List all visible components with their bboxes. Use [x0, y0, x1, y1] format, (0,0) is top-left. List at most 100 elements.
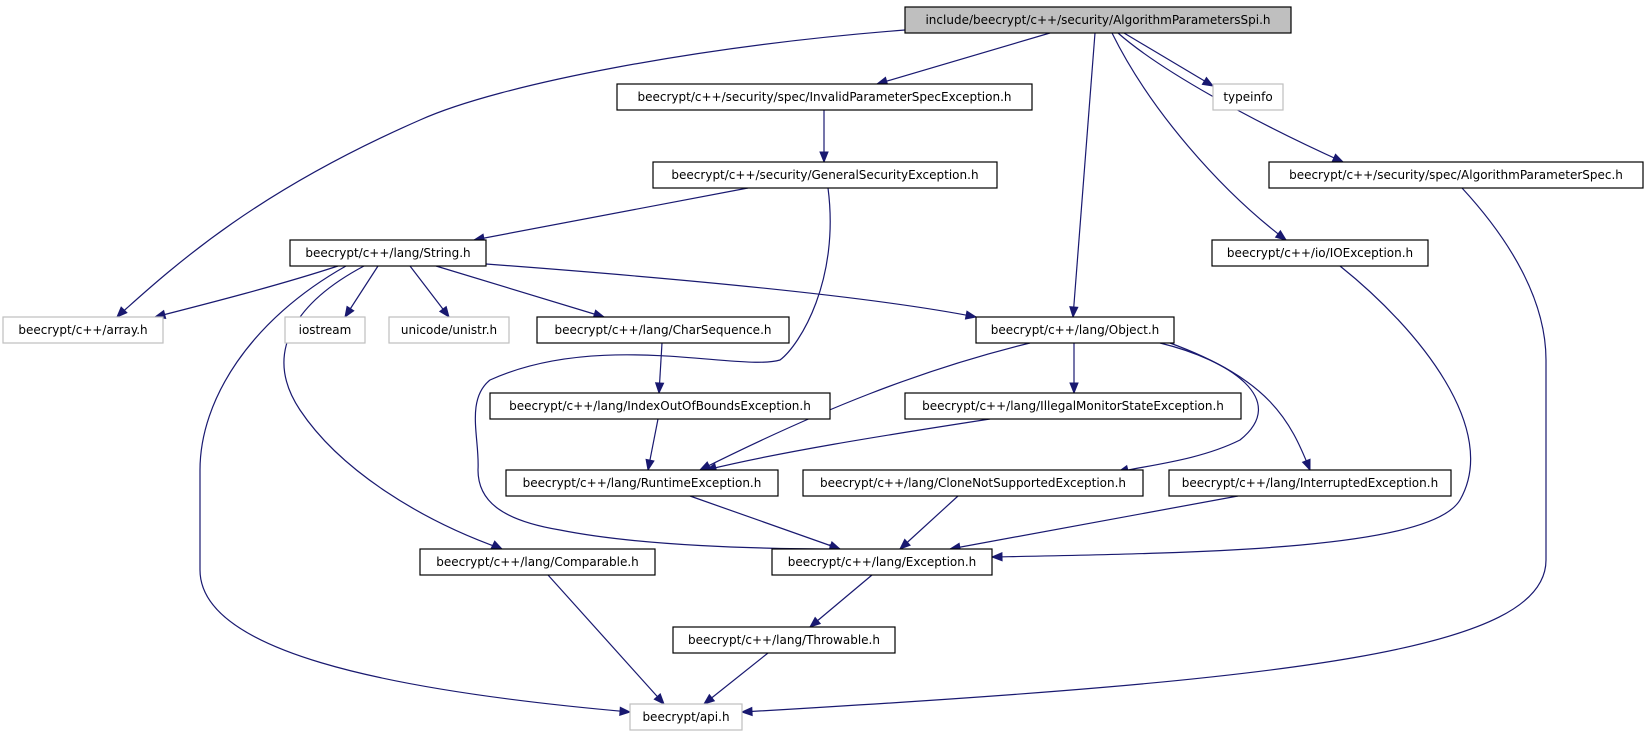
- node-label: beecrypt/c++/lang/CloneNotSupportedExcep…: [820, 476, 1126, 490]
- arrow-head: [438, 305, 450, 319]
- node-label: iostream: [299, 323, 352, 337]
- node-label: beecrypt/c++/lang/String.h: [305, 246, 470, 260]
- arrow-head: [740, 706, 753, 717]
- arrow-head: [828, 541, 842, 550]
- node-label: beecrypt/c++/lang/Exception.h: [788, 555, 977, 569]
- node-box: [419, 548, 656, 576]
- node-exception[interactable]: beecrypt/c++/lang/Exception.h: [771, 548, 993, 576]
- node-iostream: iostream: [284, 316, 366, 344]
- edge-interrupted-exception-to-exception: [948, 495, 1239, 552]
- node-label: beecrypt/c++/security/spec/AlgorithmPara…: [1289, 168, 1623, 182]
- node-box: [802, 469, 1144, 497]
- node-box: [2, 316, 164, 344]
- node-algorithm-parameters-spi[interactable]: include/beecrypt/c++/security/AlgorithmP…: [904, 6, 1292, 34]
- node-box: [1212, 83, 1284, 111]
- node-index-out-of-bounds-exception[interactable]: beecrypt/c++/lang/IndexOutOfBoundsExcept…: [489, 392, 831, 420]
- node-throwable[interactable]: beecrypt/c++/lang/Throwable.h: [672, 626, 896, 654]
- node-box: [1268, 161, 1644, 189]
- edge-string-to-api: [199, 265, 632, 716]
- node-invalid-parameter-spec-exception[interactable]: beecrypt/c++/security/spec/InvalidParame…: [616, 83, 1033, 111]
- arrow-head: [1331, 153, 1345, 163]
- edge-line: [689, 495, 841, 550]
- edge-line: [1111, 32, 1287, 241]
- edge-algorithm-parameters-spi-to-algorithm-parameter-spec: [1117, 32, 1345, 163]
- node-label: beecrypt/c++/lang/Throwable.h: [688, 633, 880, 647]
- arrow-head: [808, 616, 822, 628]
- edge-object-to-interrupted-exception: [1169, 342, 1311, 472]
- node-array: beecrypt/c++/array.h: [2, 316, 164, 344]
- node-box: [616, 83, 1033, 111]
- edge-line: [199, 265, 631, 713]
- edge-algorithm-parameter-spec-to-api: [740, 187, 1547, 717]
- edge-line: [991, 265, 1472, 558]
- node-char-sequence[interactable]: beecrypt/c++/lang/CharSequence.h: [536, 316, 790, 344]
- node-box: [652, 161, 998, 189]
- arrow-head: [645, 458, 655, 472]
- node-box: [284, 316, 366, 344]
- edge-line: [435, 265, 605, 318]
- node-label: unicode/unistr.h: [401, 323, 497, 337]
- node-box: [1168, 469, 1452, 497]
- edge-index-out-of-bounds-exception-to-runtime-exception: [645, 418, 659, 472]
- edge-algorithm-parameters-spi-to-typeinfo: [1123, 32, 1215, 87]
- edge-line: [705, 418, 991, 471]
- node-label: typeinfo: [1223, 90, 1272, 104]
- arrow-head: [702, 693, 716, 705]
- edge-line: [1123, 32, 1214, 87]
- node-label: beecrypt/c++/lang/Comparable.h: [436, 555, 639, 569]
- edge-line: [283, 265, 503, 550]
- edge-line: [485, 263, 977, 318]
- edge-object-to-illegal-monitor-state-exception: [1069, 343, 1079, 395]
- edge-line: [899, 495, 959, 550]
- node-box: [975, 316, 1175, 344]
- edge-line: [809, 574, 873, 628]
- node-label: beecrypt/api.h: [642, 710, 729, 724]
- node-object[interactable]: beecrypt/c++/lang/Object.h: [975, 316, 1175, 344]
- edge-line: [154, 265, 339, 318]
- edge-string-to-unistr: [409, 265, 450, 319]
- node-box: [388, 316, 510, 344]
- node-typeinfo: typeinfo: [1212, 83, 1284, 111]
- node-ioexception[interactable]: beecrypt/c++/io/IOException.h: [1211, 239, 1429, 267]
- arrow-head: [964, 310, 978, 320]
- edge-algorithm-parameters-spi-to-invalid-parameter-spec-exception: [875, 32, 1051, 86]
- node-general-security-exception[interactable]: beecrypt/c++/security/GeneralSecurityExc…: [652, 161, 998, 189]
- edge-general-security-exception-to-string: [472, 187, 749, 243]
- arrow-head: [653, 693, 665, 705]
- node-interrupted-exception[interactable]: beecrypt/c++/lang/InterruptedException.h: [1168, 469, 1452, 497]
- arrow-head: [990, 552, 1003, 562]
- edge-line: [741, 187, 1547, 713]
- node-box: [505, 469, 779, 497]
- node-algorithm-parameter-spec[interactable]: beecrypt/c++/security/spec/AlgorithmPara…: [1268, 161, 1644, 189]
- node-box: [289, 239, 487, 267]
- edge-line: [876, 32, 1051, 85]
- node-label: beecrypt/c++/array.h: [18, 323, 147, 337]
- edge-line: [1169, 342, 1311, 471]
- node-clone-not-supported-exception[interactable]: beecrypt/c++/lang/CloneNotSupportedExcep…: [802, 469, 1144, 497]
- arrow-head: [819, 151, 829, 164]
- node-label: beecrypt/c++/security/spec/InvalidParame…: [638, 90, 1012, 104]
- node-box: [536, 316, 790, 344]
- edge-string-to-array: [153, 265, 339, 319]
- edge-line: [1072, 32, 1096, 318]
- node-label: beecrypt/c++/lang/CharSequence.h: [555, 323, 772, 337]
- edge-clone-not-supported-exception-to-exception: [899, 495, 959, 550]
- node-label: beecrypt/c++/lang/Object.h: [991, 323, 1160, 337]
- node-label: beecrypt/c++/lang/IndexOutOfBoundsExcept…: [509, 399, 811, 413]
- node-comparable[interactable]: beecrypt/c++/lang/Comparable.h: [419, 548, 656, 576]
- node-string[interactable]: beecrypt/c++/lang/String.h: [289, 239, 487, 267]
- node-box: [1211, 239, 1429, 267]
- edges-layer: [116, 29, 1547, 717]
- node-illegal-monitor-state-exception[interactable]: beecrypt/c++/lang/IllegalMonitorStateExc…: [904, 392, 1242, 420]
- edge-line: [699, 342, 1031, 471]
- node-runtime-exception[interactable]: beecrypt/c++/lang/RuntimeException.h: [505, 469, 779, 497]
- edge-line: [116, 29, 906, 318]
- arrow-head: [116, 306, 128, 318]
- arrow-head: [1201, 76, 1215, 87]
- node-unistr: unicode/unistr.h: [388, 316, 510, 344]
- edge-algorithm-parameters-spi-to-object: [1069, 32, 1096, 319]
- node-box: [771, 548, 993, 576]
- edge-string-to-char-sequence: [435, 265, 606, 319]
- node-label: include/beecrypt/c++/security/AlgorithmP…: [925, 13, 1270, 27]
- edge-exception-to-throwable: [808, 574, 873, 628]
